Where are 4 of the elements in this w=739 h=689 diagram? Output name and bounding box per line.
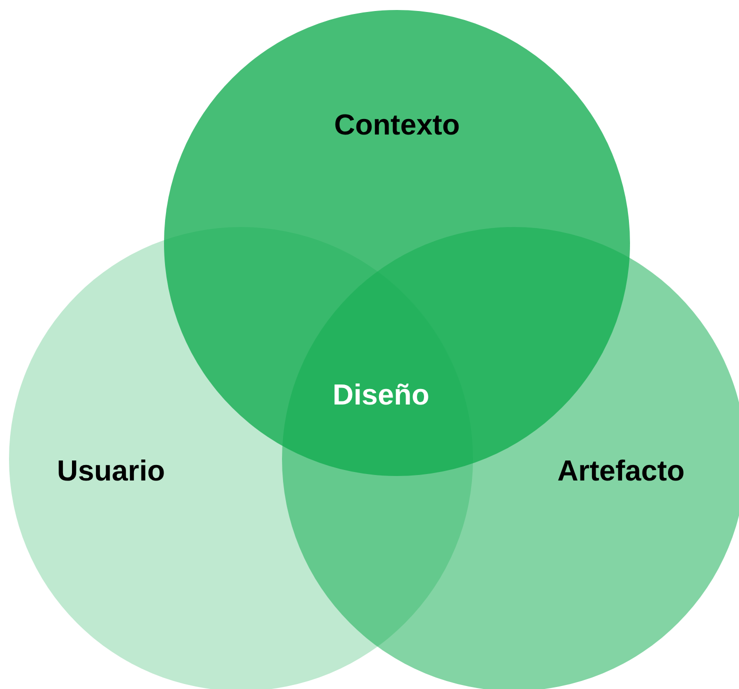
circle-label: Contexto bbox=[334, 110, 460, 142]
circle-label: Usuario bbox=[57, 456, 165, 488]
circle-label: Artefacto bbox=[557, 456, 685, 488]
intersection-label: Diseño bbox=[332, 380, 430, 412]
